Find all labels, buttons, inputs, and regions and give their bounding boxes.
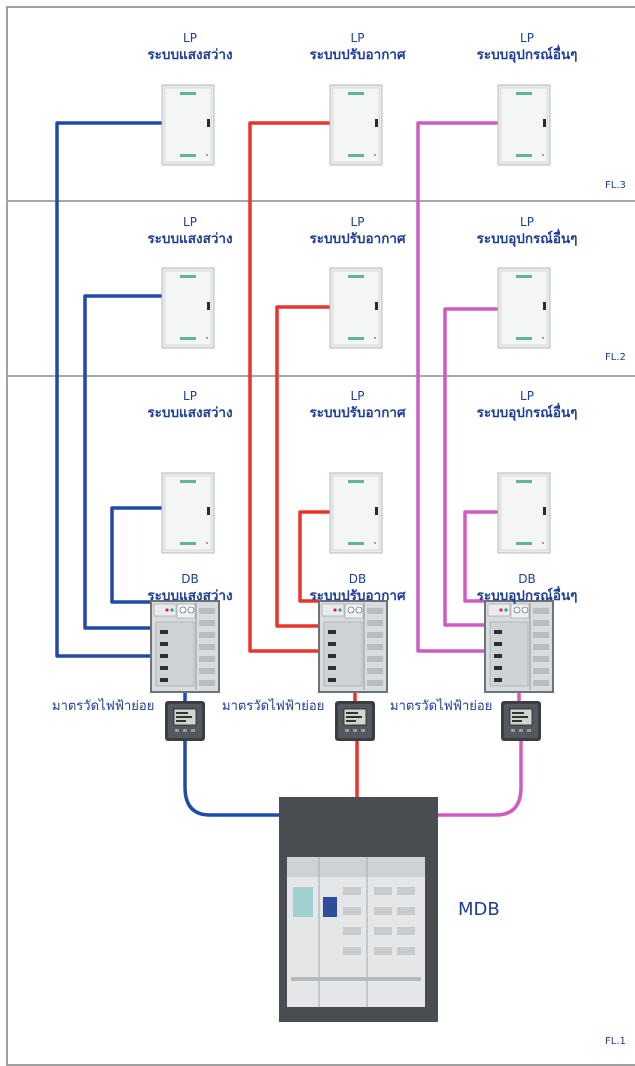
lp-panel-fl2-aircon — [330, 268, 382, 348]
lp-label-fl1-lighting: LP ระบบแสงสว่าง — [135, 388, 245, 422]
db-panel-aircon — [318, 600, 388, 693]
lp-type: LP — [300, 214, 415, 231]
mdb-label: MDB — [458, 899, 500, 920]
lp-system: ระบบปรับอากาศ — [300, 47, 415, 64]
floor-label-1: FL.1 — [605, 1036, 626, 1047]
lp-label-fl2-other: LP ระบบอุปกรณ์อื่นๆ — [467, 214, 587, 248]
db-label-other: DB ระบบอุปกรณ์อื่นๆ — [467, 571, 587, 605]
lp-system: ระบบแสงสว่าง — [135, 231, 245, 248]
db-panel-other — [484, 600, 554, 693]
db-system: ระบบแสงสว่าง — [135, 588, 245, 605]
lp-system: ระบบอุปกรณ์อื่นๆ — [467, 231, 587, 248]
lp-label-fl1-other: LP ระบบอุปกรณ์อื่นๆ — [467, 388, 587, 422]
lp-panel-fl3-lighting — [162, 85, 214, 165]
lp-panel-fl2-other — [498, 268, 550, 348]
lp-panel-fl1-aircon — [330, 473, 382, 553]
lighting-wire-meter-mdb — [185, 740, 280, 815]
db-label-lighting: DB ระบบแสงสว่าง — [135, 571, 245, 605]
db-type: DB — [300, 571, 415, 588]
lp-type: LP — [467, 214, 587, 231]
sub-meter-aircon — [335, 701, 375, 741]
sub-meter-lighting — [165, 701, 205, 741]
lp-system: ระบบปรับอากาศ — [300, 405, 415, 422]
db-system: ระบบปรับอากาศ — [300, 588, 415, 605]
db-type: DB — [467, 571, 587, 588]
db-system: ระบบอุปกรณ์อื่นๆ — [467, 588, 587, 605]
lp-system: ระบบอุปกรณ์อื่นๆ — [467, 405, 587, 422]
lp-type: LP — [135, 388, 245, 405]
lp-system: ระบบอุปกรณ์อื่นๆ — [467, 47, 587, 64]
sub-meter-label-lighting: มาตรวัดไฟฟ้าย่อย — [52, 695, 154, 716]
lp-panel-fl1-other — [498, 473, 550, 553]
lp-label-fl3-lighting: LP ระบบแสงสว่าง — [135, 30, 245, 64]
lp-panel-fl3-other — [498, 85, 550, 165]
db-panel-lighting — [150, 600, 220, 693]
lp-system: ระบบแสงสว่าง — [135, 47, 245, 64]
lp-panel-fl2-lighting — [162, 268, 214, 348]
lp-panel-fl1-lighting — [162, 473, 214, 553]
lp-type: LP — [300, 30, 415, 47]
db-type: DB — [135, 571, 245, 588]
floor-label-2: FL.2 — [605, 352, 626, 363]
sub-meter-label-other: มาตรวัดไฟฟ้าย่อย — [390, 695, 492, 716]
sub-meter-other — [501, 701, 541, 741]
lp-type: LP — [467, 30, 587, 47]
other-wire-meter-mdb — [438, 740, 521, 815]
lp-label-fl3-other: LP ระบบอุปกรณ์อื่นๆ — [467, 30, 587, 64]
lp-system: ระบบปรับอากาศ — [300, 231, 415, 248]
lp-label-fl2-aircon: LP ระบบปรับอากาศ — [300, 214, 415, 248]
sub-meter-label-aircon: มาตรวัดไฟฟ้าย่อย — [222, 695, 324, 716]
lp-type: LP — [467, 388, 587, 405]
db-label-aircon: DB ระบบปรับอากาศ — [300, 571, 415, 605]
mdb-cabinet — [279, 797, 438, 1022]
lp-type: LP — [135, 30, 245, 47]
floor-label-3: FL.3 — [605, 180, 626, 191]
lp-system: ระบบแสงสว่าง — [135, 405, 245, 422]
lp-type: LP — [135, 214, 245, 231]
lp-label-fl3-aircon: LP ระบบปรับอากาศ — [300, 30, 415, 64]
lp-label-fl2-lighting: LP ระบบแสงสว่าง — [135, 214, 245, 248]
lp-panel-fl3-aircon — [330, 85, 382, 165]
lp-label-fl1-aircon: LP ระบบปรับอากาศ — [300, 388, 415, 422]
lp-type: LP — [300, 388, 415, 405]
